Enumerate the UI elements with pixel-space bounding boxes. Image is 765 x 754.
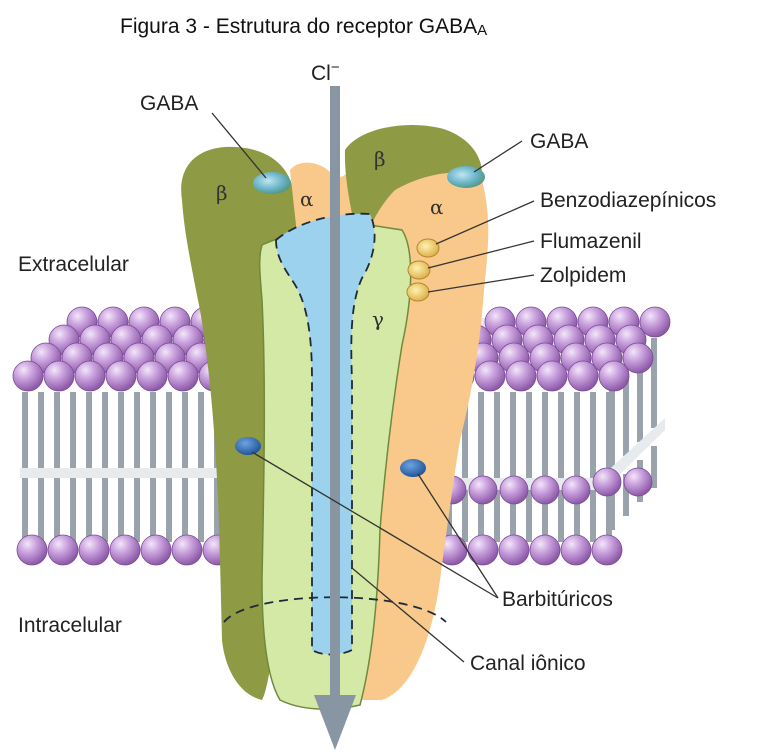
lipid-tail xyxy=(38,392,44,468)
lipid-tail xyxy=(526,392,532,478)
label-gaba-left: GABA xyxy=(140,92,198,115)
subunit-label-gamma: γ xyxy=(372,307,384,331)
lipid-tail xyxy=(166,478,172,542)
lipid-head xyxy=(562,476,590,504)
barbiturate-site-left xyxy=(235,437,261,455)
lipid-head xyxy=(475,361,505,391)
lipid-tail xyxy=(86,478,92,542)
lipid-tail xyxy=(478,392,484,478)
zolpidem-site xyxy=(407,283,429,301)
lipid-head xyxy=(168,361,198,391)
lipid-head xyxy=(592,535,622,565)
label-benzodiazepines: Benzodiazepínicos xyxy=(540,189,716,212)
label-flumazenil: Flumazenil xyxy=(540,230,642,253)
lipid-tail xyxy=(558,490,564,542)
flumazenil-site xyxy=(408,261,430,279)
lipid-head xyxy=(141,535,171,565)
lipid-tail xyxy=(118,478,124,542)
lipid-head xyxy=(499,535,529,565)
lipid-head xyxy=(593,468,621,496)
lipid-tail xyxy=(70,392,76,468)
lipid-head xyxy=(79,535,109,565)
benzodiazepine-site xyxy=(417,239,439,257)
lipid-head xyxy=(506,361,536,391)
lipid-tail xyxy=(182,478,188,542)
lipid-head xyxy=(75,361,105,391)
lipid-head xyxy=(530,535,560,565)
lipid-head xyxy=(13,361,43,391)
lipid-tail xyxy=(150,392,156,468)
lipid-tail xyxy=(134,392,140,468)
lipid-head xyxy=(469,476,497,504)
label-zolpidem: Zolpidem xyxy=(540,264,626,287)
lipid-tail xyxy=(54,478,60,542)
lipid-tail xyxy=(38,478,44,542)
lipid-tail xyxy=(134,478,140,542)
ion-flow-arrowhead xyxy=(314,695,356,750)
subunit-label-alpha-right: α xyxy=(430,195,444,219)
lipid-tail xyxy=(166,392,172,468)
lipid-head xyxy=(640,307,670,337)
label-extracellular: Extracelular xyxy=(18,253,129,276)
chloride-symbol: Cl xyxy=(311,62,331,85)
chloride-charge: − xyxy=(331,59,340,76)
figure-title-main: Figura 3 - Estrutura do receptor GABA xyxy=(120,15,477,38)
label-gaba-right: GABA xyxy=(530,130,588,153)
subunit-label-alpha-center: α xyxy=(300,187,314,211)
figure-title-subscript: A xyxy=(477,22,487,39)
lipid-head xyxy=(623,343,653,373)
lipid-tail xyxy=(510,392,516,478)
lipid-tail xyxy=(542,392,548,478)
lipid-tail xyxy=(150,478,156,542)
lipid-head xyxy=(537,361,567,391)
lipid-head xyxy=(531,476,559,504)
lipid-tail xyxy=(558,392,564,478)
lipid-tail xyxy=(494,392,500,478)
lipid-tail xyxy=(590,490,596,542)
leader-gaba-right xyxy=(474,141,522,172)
lipid-tail xyxy=(526,490,532,542)
chloride-ion-label: Cl− xyxy=(311,59,340,85)
lipid-tail xyxy=(22,392,28,468)
lipid-tail xyxy=(102,478,108,542)
lipid-tail xyxy=(198,478,204,542)
lipid-tail xyxy=(70,478,76,542)
label-intracellular: Intracelular xyxy=(18,614,122,637)
lipid-tail xyxy=(102,392,108,468)
lipid-tail xyxy=(54,392,60,468)
lipid-tail xyxy=(198,392,204,468)
lipid-head xyxy=(468,535,498,565)
lipid-head xyxy=(500,476,528,504)
subunit-label-beta-right: β xyxy=(374,147,386,171)
lipid-head xyxy=(44,361,74,391)
gaba-a-receptor: β α β α γ xyxy=(181,86,488,750)
lipid-head xyxy=(624,468,652,496)
lipid-tail xyxy=(86,392,92,468)
label-ion-channel: Canal iônico xyxy=(470,652,586,675)
lipid-head xyxy=(106,361,136,391)
gaba-site-left xyxy=(253,172,291,194)
membrane-midline-left xyxy=(20,468,250,478)
lipid-head xyxy=(137,361,167,391)
label-barbiturates: Barbitúricos xyxy=(502,588,613,611)
lipid-tail xyxy=(182,392,188,468)
subunit-label-beta-left: β xyxy=(216,181,228,205)
lipid-head xyxy=(561,535,591,565)
lipid-head xyxy=(568,361,598,391)
lipid-tail xyxy=(118,392,124,468)
lipid-head xyxy=(110,535,140,565)
barbiturate-site-right xyxy=(400,459,426,477)
figure-title: Figura 3 - Estrutura do receptor GABAA xyxy=(120,15,487,39)
lipid-tail xyxy=(22,478,28,542)
lipid-tail xyxy=(590,392,596,478)
lipid-head xyxy=(172,535,202,565)
lipid-tail xyxy=(574,392,580,478)
lipid-head xyxy=(17,535,47,565)
lipid-head xyxy=(48,535,78,565)
lipid-head xyxy=(599,361,629,391)
